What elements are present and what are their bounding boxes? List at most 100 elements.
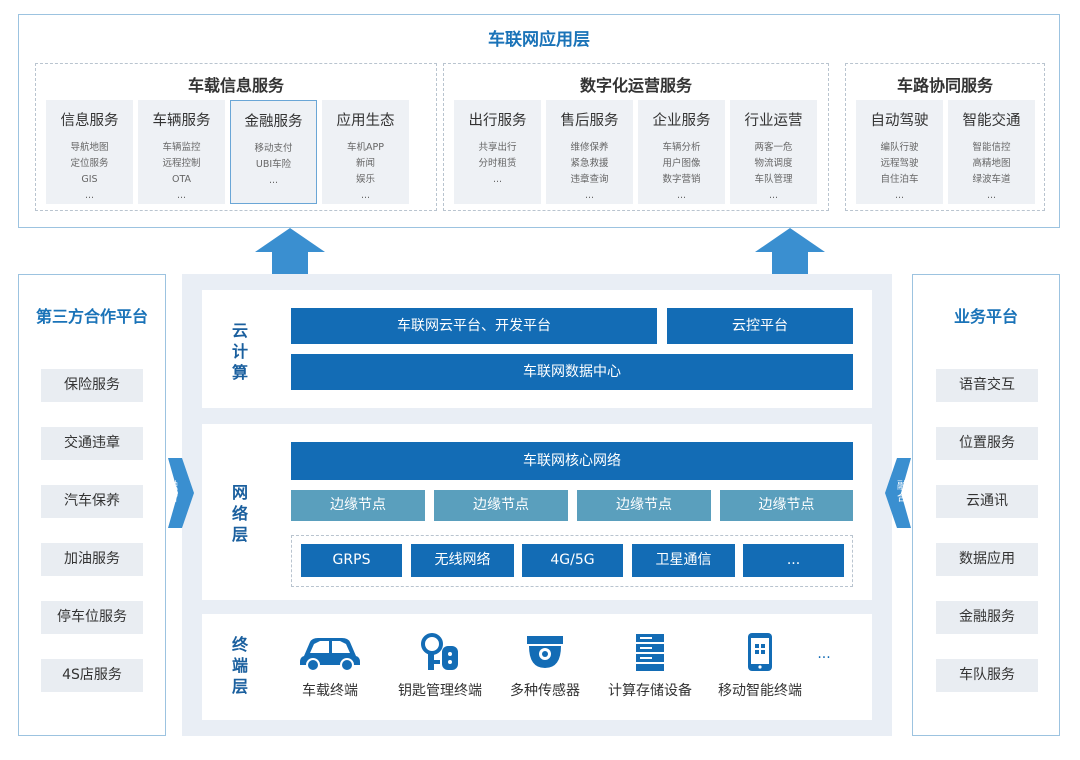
card-line: 共享出行 (478, 142, 517, 153)
terminal-layer: 终端层 车载终端 钥匙管理终端 多种传感器 (202, 614, 872, 720)
network-layer: 网络层 车联网核心网络 边缘节点 边缘节点 边缘节点 边缘节点 GRPS 无线网… (202, 424, 872, 600)
edge-node: 边缘节点 (434, 490, 568, 521)
card-title: 信息服务 (60, 113, 119, 129)
card-line: ... (584, 190, 595, 201)
side-item: 加油服务 (41, 543, 143, 576)
card-line: ... (768, 190, 779, 201)
card-smart-traffic: 智能交通 智能信控 高精地图 绿波车道 ... (948, 100, 1035, 204)
cloud-layer: 云计算 车联网云平台、开发平台 云控平台 车联网数据中心 (202, 290, 872, 408)
edge-node: 边缘节点 (577, 490, 711, 521)
layer-label-network: 网络层 (231, 483, 248, 544)
terminal-label: 计算存储设备 (608, 683, 692, 699)
group-digital-ops: 数字化运营服务 出行服务 共享出行 分时租赁 ... 售后服务 维修保养 紧急救… (443, 63, 829, 211)
card-line: 编队行驶 (880, 142, 919, 153)
card-line: ... (894, 190, 905, 201)
group-title: 车载信息服务 (187, 76, 284, 95)
card-line: ... (176, 190, 187, 201)
card-app-ecosystem: 应用生态 车机APP 新闻 娱乐 ... (322, 100, 409, 204)
group-vehicle-info: 车载信息服务 信息服务 导航地图 定位服务 GIS ... 车辆服务 车辆监控 … (35, 63, 437, 211)
card-line: UBI车险 (255, 159, 292, 170)
card-line: GIS (81, 174, 98, 185)
card-line: ... (360, 190, 371, 201)
group-title: 车路协同服务 (896, 76, 993, 95)
side-item: 金融服务 (936, 601, 1038, 634)
card-line: 车辆监控 (162, 142, 201, 153)
card-line: 车队管理 (754, 174, 793, 185)
side-item: 数据应用 (936, 543, 1038, 576)
fusion-arrow-left-icon (885, 458, 911, 528)
card-industry-ops: 行业运营 两客一危 物流调度 车队管理 ... (730, 100, 817, 204)
car-icon (300, 638, 360, 672)
side-item: 汽车保养 (41, 485, 143, 518)
side-item: 位置服务 (936, 427, 1038, 460)
card-aftersales-service: 售后服务 维修保养 紧急救援 违章查询 ... (546, 100, 633, 204)
card-line: 物流调度 (754, 158, 793, 169)
panel-title: 业务平台 (953, 307, 1018, 326)
terminal-more: ... (817, 646, 831, 662)
layer-label-cloud: 云计算 (231, 321, 248, 382)
edge-node: 边缘节点 (720, 490, 853, 521)
card-title: 自动驾驶 (870, 113, 929, 129)
side-item: 云通讯 (936, 485, 1038, 518)
card-title: 出行服务 (468, 113, 527, 129)
card-title: 售后服务 (560, 113, 619, 129)
side-item: 车队服务 (936, 659, 1038, 692)
card-title: 企业服务 (652, 113, 711, 129)
access-link: 卫星通信 (632, 544, 735, 577)
layer-label-terminal: 终端层 (231, 635, 248, 696)
terminal-item: 钥匙管理终端 (390, 632, 490, 700)
card-line: 远程控制 (162, 158, 201, 169)
card-line: 分时租赁 (478, 158, 517, 169)
card-line: 数字营销 (662, 174, 701, 185)
card-vehicle-service: 车辆服务 车辆监控 远程控制 OTA ... (138, 100, 225, 204)
terminal-item: 计算存储设备 (600, 632, 700, 700)
card-title: 金融服务 (244, 114, 303, 130)
core-network-bar: 车联网核心网络 (291, 442, 853, 480)
card-line: ... (986, 190, 997, 201)
terminal-label: 移动智能终端 (718, 683, 802, 699)
card-line: ... (492, 174, 503, 185)
card-line: 车机APP (347, 142, 384, 153)
card-title: 应用生态 (336, 113, 395, 129)
group-vehicle-road: 车路协同服务 自动驾驶 编队行驶 远程驾驶 自住泊车 ... 智能交通 智能信控… (845, 63, 1045, 211)
terminal-item: 车载终端 (290, 632, 370, 700)
fusion-label: 融合 (897, 481, 907, 504)
card-enterprise-service: 企业服务 车辆分析 用户图像 数字营销 ... (638, 100, 725, 204)
cloud-platform-bar: 车联网云平台、开发平台 (291, 308, 657, 344)
edge-node: 边缘节点 (291, 490, 425, 521)
card-travel-service: 出行服务 共享出行 分时租赁 ... (454, 100, 541, 204)
panel-title: 第三方合作平台 (35, 307, 148, 326)
access-link: ... (743, 544, 844, 577)
card-line: OTA (171, 174, 192, 185)
data-center-bar: 车联网数据中心 (291, 354, 853, 390)
key-icon (421, 633, 458, 670)
card-line: 两客一危 (754, 142, 793, 153)
terminal-label: 钥匙管理终端 (398, 683, 482, 699)
fusion-label: 融合 (168, 481, 178, 504)
third-party-platform-panel: 第三方合作平台 保险服务 交通违章 汽车保养 加油服务 停车位服务 4S店服务 (18, 274, 166, 736)
sensor-icon (527, 636, 563, 668)
card-line: 车辆分析 (662, 142, 701, 153)
card-line: 定位服务 (70, 158, 109, 169)
card-line: 远程驾驶 (880, 158, 919, 169)
side-item: 语音交互 (936, 369, 1038, 402)
access-link: 无线网络 (411, 544, 514, 577)
card-line: 导航地图 (70, 142, 109, 153)
access-link: 4G/5G (522, 544, 623, 577)
up-arrow-icon (255, 228, 325, 274)
card-line: 紧急救援 (570, 158, 609, 169)
business-platform-panel: 业务平台 语音交互 位置服务 云通讯 数据应用 金融服务 车队服务 (912, 274, 1060, 736)
terminal-label: 车载终端 (302, 683, 358, 699)
card-line: 自住泊车 (880, 174, 919, 185)
card-title: 智能交通 (962, 113, 1021, 129)
cloud-control-bar: 云控平台 (667, 308, 853, 344)
side-item: 4S店服务 (41, 659, 143, 692)
card-line: 维修保养 (570, 142, 609, 153)
card-line: 智能信控 (972, 142, 1011, 153)
app-layer: 车联网应用层 车载信息服务 信息服务 导航地图 定位服务 GIS ... 车辆服… (18, 14, 1060, 228)
access-network-group: GRPS 无线网络 4G/5G 卫星通信 ... (291, 535, 853, 587)
card-line: ... (268, 175, 279, 186)
terminal-item: 多种传感器 (501, 632, 589, 700)
group-title: 数字化运营服务 (579, 76, 692, 95)
card-line: 绿波车道 (972, 174, 1011, 185)
